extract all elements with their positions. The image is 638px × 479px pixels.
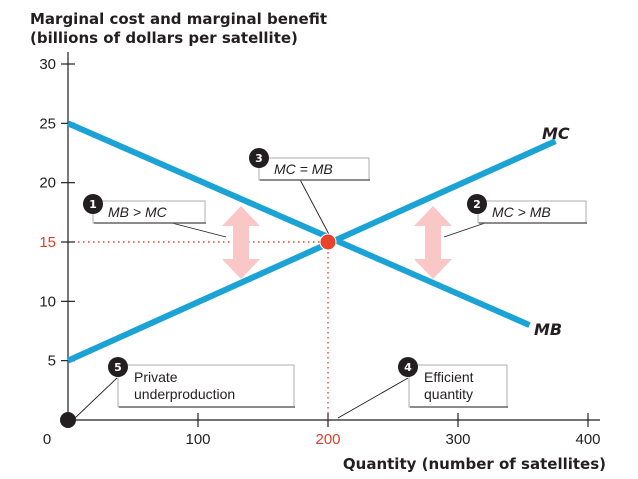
annotation-box-2: MC > MB: [477, 200, 587, 224]
badge-4: 4: [398, 357, 418, 377]
mb-curve-label: MB: [534, 320, 562, 339]
y-tick-label: 20: [39, 175, 56, 192]
x-tick-label: 400: [575, 431, 600, 448]
annotation-1-text: MB > MC: [108, 204, 168, 220]
y-tick-label: 10: [39, 293, 56, 310]
badge-3: 3: [249, 148, 269, 168]
annotation-3-text: MC = MB: [274, 161, 333, 177]
annotation-box-5: Private underproduction: [117, 364, 295, 408]
badge-1: 1: [83, 194, 103, 214]
annotation-box-3: MC = MB: [258, 157, 370, 181]
y-tick-label: 30: [39, 56, 56, 73]
x-tick-label: 100: [185, 431, 210, 448]
y-tick-label: 15: [39, 234, 56, 251]
annotation-box-4: Efficient quantity: [408, 364, 508, 408]
annotation-5-line2: underproduction: [134, 386, 235, 402]
annotation-4-line1: Efficient: [424, 369, 474, 385]
leader-line-4: [337, 377, 409, 419]
badge-4-number: 4: [404, 361, 412, 374]
annotation-5-line1: Private: [134, 369, 178, 385]
badge-2: 2: [467, 194, 487, 214]
badge-5: 5: [108, 357, 128, 377]
badge-3-number: 3: [255, 152, 263, 165]
x-tick-label: 200: [315, 431, 340, 448]
x-tick-label: 0: [43, 431, 51, 448]
overproduction-gap-arrow: [414, 206, 452, 279]
y-axis-title-line1: Marginal cost and marginal benefit: [30, 10, 327, 28]
underproduction-gap-arrow: [222, 206, 260, 279]
mc-curve: [66, 138, 557, 364]
mc-curve-label: MC: [542, 124, 570, 143]
leader-line-1: [167, 221, 227, 238]
annotation-4-line2: quantity: [424, 386, 473, 402]
leader-line-3: [295, 171, 333, 241]
x-tick-label: 300: [445, 431, 470, 448]
x-axis-title: Quantity (number of satellites): [343, 455, 606, 473]
origin-point: [60, 412, 76, 428]
leader-line-5: [74, 377, 118, 419]
y-tick-label: 25: [39, 115, 56, 132]
equilibrium-point: [319, 233, 337, 251]
mb-curve: [66, 120, 531, 328]
badge-1-number: 1: [89, 198, 97, 211]
badge-2-number: 2: [473, 198, 481, 211]
leader-line-2: [443, 221, 489, 238]
y-tick-label: 5: [48, 353, 56, 370]
y-axis-title-line2: (billions of dollars per satellite): [30, 29, 298, 47]
annotation-2-text: MC > MB: [492, 204, 551, 220]
annotation-box-1: MB > MC: [92, 200, 206, 224]
badge-5-number: 5: [114, 361, 122, 374]
